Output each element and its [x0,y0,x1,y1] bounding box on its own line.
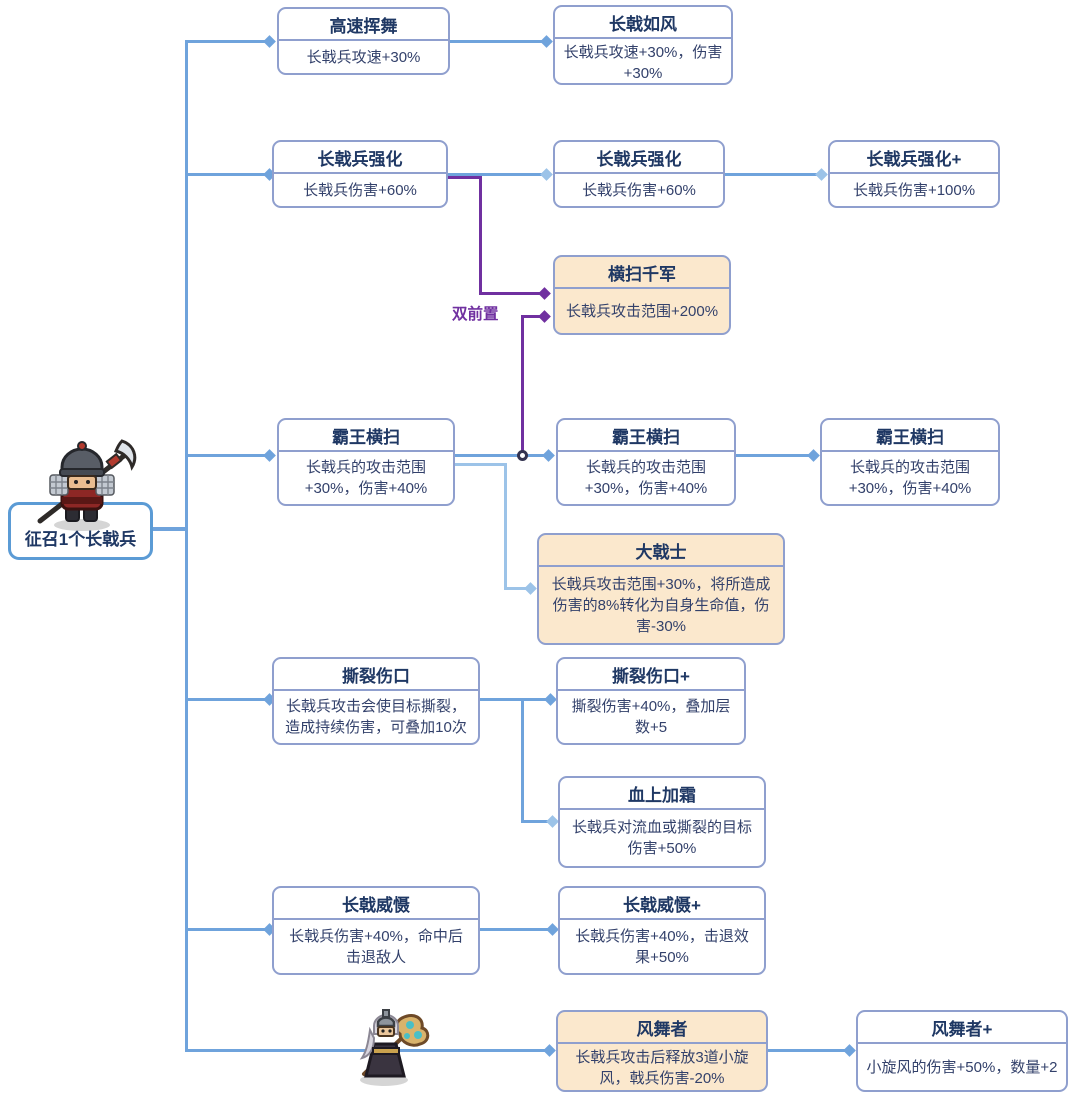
prereq-line [521,315,543,318]
skill-node-6: 横扫千军 长戟兵攻击范围+200% [553,255,731,335]
skill-node-2: 长戟如风 长戟兵攻速+30%，伤害+30% [553,5,733,85]
skill-node-desc: 长戟兵伤害+60% [303,181,417,199]
skill-node-desc: 长戟兵攻击会使目标撕裂，造成持续伤害，可叠加10次 [285,698,467,736]
root-node-label: 征召1个长戟兵 [24,530,137,549]
root-connector-line [151,527,186,531]
connector-line [448,173,547,176]
prereq-line [448,176,482,179]
skill-node-4: 长戟兵强化 长戟兵伤害+60% [553,140,725,208]
prereq-line [479,176,482,295]
connector-arrow [546,815,559,828]
skill-node-desc: 小旋风的伤害+50%，数量+2 [866,1058,1058,1076]
skill-node-5: 长戟兵强化+ 长戟兵伤害+100% [828,140,1000,208]
connector-line [186,698,270,701]
trunk-line [185,40,188,1052]
skill-node-title: 大戟士 [539,535,783,567]
skill-node-12: 撕裂伤口+ 撕裂伤害+40%，叠加层数+5 [556,657,746,745]
skill-node-11: 撕裂伤口 长戟兵攻击会使目标撕裂，造成持续伤害，可叠加10次 [272,657,480,745]
skill-node-17: 风舞者+ 小旋风的伤害+50%，数量+2 [856,1010,1068,1092]
connector-arrow [263,449,276,462]
connector-arrow [546,923,559,936]
skill-node-8: 霸王横扫 长戟兵的攻击范围+30%，伤害+40% [556,418,736,506]
skill-node-desc: 长戟兵攻击范围+200% [565,302,719,320]
connector-line [480,928,553,931]
connector-arrow [524,582,537,595]
connector-line [725,173,822,176]
prereq-arrow [538,310,551,323]
connector-arrow [540,168,553,181]
skill-node-title: 霸王横扫 [558,420,734,452]
connector-line [455,463,507,466]
skill-node-desc: 撕裂伤害+40%，叠加层数+5 [571,698,731,736]
junction-dot [517,450,528,461]
skill-node-title: 撕裂伤口+ [558,659,744,691]
skill-node-desc: 长戟兵攻速+30%，伤害+30% [563,44,723,82]
skill-node-title: 霸王横扫 [279,420,453,452]
skill-node-desc: 长戟兵的攻击范围+30%，伤害+40% [584,459,708,497]
connector-arrow [815,168,828,181]
connector-line [186,40,270,43]
connector-line [186,928,270,931]
skill-node-desc: 长戟兵伤害+40%，击退效果+50% [575,927,749,966]
connector-line [186,173,270,176]
connector-arrow [843,1044,856,1057]
prereq-line [521,315,524,455]
skill-node-3: 长戟兵强化 长戟兵伤害+60% [272,140,448,208]
skill-node-desc: 长戟兵攻击范围+30%，将所造成伤害的8%转化为自身生命值，伤害-30% [551,575,771,635]
wind-dancer-icon [359,1009,430,1086]
skill-node-desc: 长戟兵攻击后释放3道小旋风，戟兵伤害-20% [575,1049,749,1087]
skill-node-title: 霸王横扫 [822,420,998,452]
skill-node-desc: 长戟兵的攻击范围+30%，伤害+40% [304,459,428,497]
skill-node-title: 风舞者+ [858,1012,1066,1044]
connector-line [504,463,507,590]
skill-node-title: 血上加霜 [560,778,764,810]
connector-line [521,820,553,823]
dual-prerequisite-label: 双前置 [452,306,499,323]
connector-line [736,454,815,457]
connector-arrow [543,1044,556,1057]
skill-node-desc: 长戟兵伤害+60% [582,181,696,199]
skill-node-desc: 长戟兵对流血或撕裂的目标伤害+50% [571,819,752,857]
skill-node-title: 长戟兵强化 [555,142,723,174]
skill-node-7: 霸王横扫 长戟兵的攻击范围+30%，伤害+40% [277,418,455,506]
skill-node-title: 长戟威慑+ [560,888,764,920]
connector-line [186,454,270,457]
skill-node-title: 横扫千军 [555,257,729,289]
skill-node-desc: 长戟兵攻速+30% [306,48,421,66]
root-node: 征召1个长戟兵 [8,502,153,560]
skill-node-desc: 长戟兵的攻击范围+30%，伤害+40% [848,459,972,497]
skill-node-13: 血上加霜 长戟兵对流血或撕裂的目标伤害+50% [558,776,766,868]
halberd-soldier-icon [37,439,137,531]
connector-line [450,40,547,43]
skill-node-16: 风舞者 长戟兵攻击后释放3道小旋风，戟兵伤害-20% [556,1010,768,1092]
connector-line [504,587,531,590]
skill-node-title: 风舞者 [558,1012,766,1044]
prereq-arrow [538,287,551,300]
prereq-line [479,292,542,295]
connector-line [521,698,524,823]
connector-arrow [807,449,820,462]
skill-node-1: 高速挥舞 长戟兵攻速+30% [277,7,450,75]
skill-node-title: 长戟兵强化 [274,142,446,174]
skill-node-title: 长戟威慑 [274,888,478,920]
connector-arrow [544,693,557,706]
skill-node-title: 高速挥舞 [279,9,448,41]
skill-node-15: 长戟威慑+ 长戟兵伤害+40%，击退效果+50% [558,886,766,975]
connector-arrow [540,35,553,48]
connector-arrow [542,449,555,462]
skill-node-9: 霸王横扫 长戟兵的攻击范围+30%，伤害+40% [820,418,1000,506]
skill-node-14: 长戟威慑 长戟兵伤害+40%，命中后击退敌人 [272,886,480,975]
skill-node-title: 长戟如风 [555,7,731,39]
skill-node-10: 大戟士 长戟兵攻击范围+30%，将所造成伤害的8%转化为自身生命值，伤害-30% [537,533,785,645]
connector-line [480,698,551,701]
skill-node-desc: 长戟兵伤害+100% [852,181,976,199]
connector-line [768,1049,851,1052]
skill-node-title: 撕裂伤口 [274,659,478,691]
connector-line [455,454,550,457]
connector-arrow [263,35,276,48]
skill-node-title: 长戟兵强化+ [830,142,998,174]
skill-node-desc: 长戟兵伤害+40%，命中后击退敌人 [289,927,463,966]
